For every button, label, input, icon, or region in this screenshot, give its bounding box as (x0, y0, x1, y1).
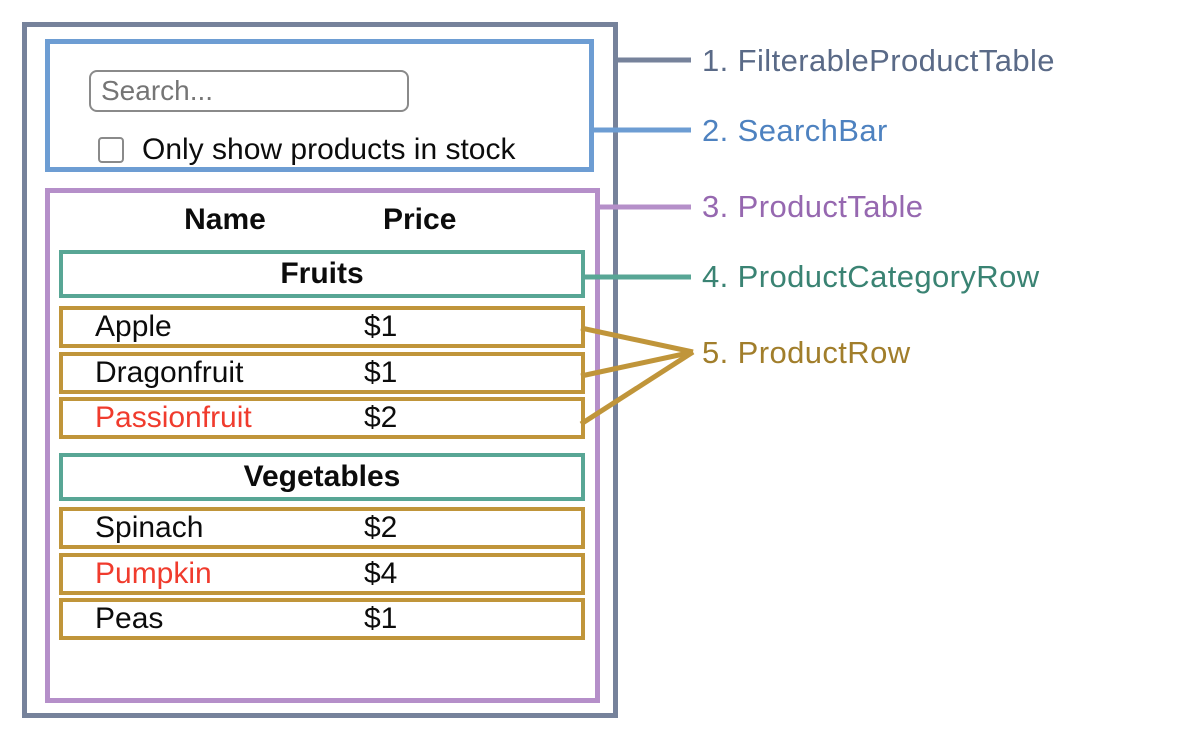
label-product-category-row: 4. ProductCategoryRow (702, 259, 1040, 294)
product-name: Pumpkin (95, 557, 212, 590)
category-row-fruits: Fruits (59, 250, 585, 298)
label-product-table: 3. ProductTable (702, 189, 924, 224)
category-row-vegetables: Vegetables (59, 453, 585, 501)
product-row-dragonfruit: Dragonfruit $1 (59, 352, 585, 394)
product-row-passionfruit: Passionfruit $2 (59, 397, 585, 439)
column-header-name: Name (184, 203, 266, 236)
column-header-price: Price (383, 203, 457, 236)
search-bar-box: Only show products in stock (45, 39, 594, 172)
product-name: Passionfruit (95, 401, 252, 434)
product-price: $1 (364, 602, 398, 635)
product-price: $2 (364, 511, 398, 544)
product-name: Apple (95, 310, 172, 343)
product-name: Dragonfruit (95, 356, 244, 389)
product-price: $4 (364, 557, 398, 590)
product-price: $1 (364, 310, 398, 343)
product-name: Spinach (95, 511, 204, 544)
in-stock-checkbox[interactable] (98, 137, 124, 163)
label-search-bar: 2. SearchBar (702, 113, 888, 148)
search-input[interactable] (89, 70, 409, 112)
product-row-pumpkin: Pumpkin $4 (59, 553, 585, 595)
product-row-spinach: Spinach $2 (59, 507, 585, 549)
in-stock-checkbox-row: Only show products in stock (98, 133, 516, 167)
product-row-apple: Apple $1 (59, 306, 585, 348)
label-filterable-product-table: 1. FilterableProductTable (702, 43, 1055, 78)
product-row-peas: Peas $1 (59, 598, 585, 640)
label-product-row: 5. ProductRow (702, 335, 911, 370)
product-price: $1 (364, 356, 398, 389)
product-price: $2 (364, 401, 398, 434)
product-name: Peas (95, 602, 164, 635)
in-stock-checkbox-label: Only show products in stock (142, 133, 516, 166)
